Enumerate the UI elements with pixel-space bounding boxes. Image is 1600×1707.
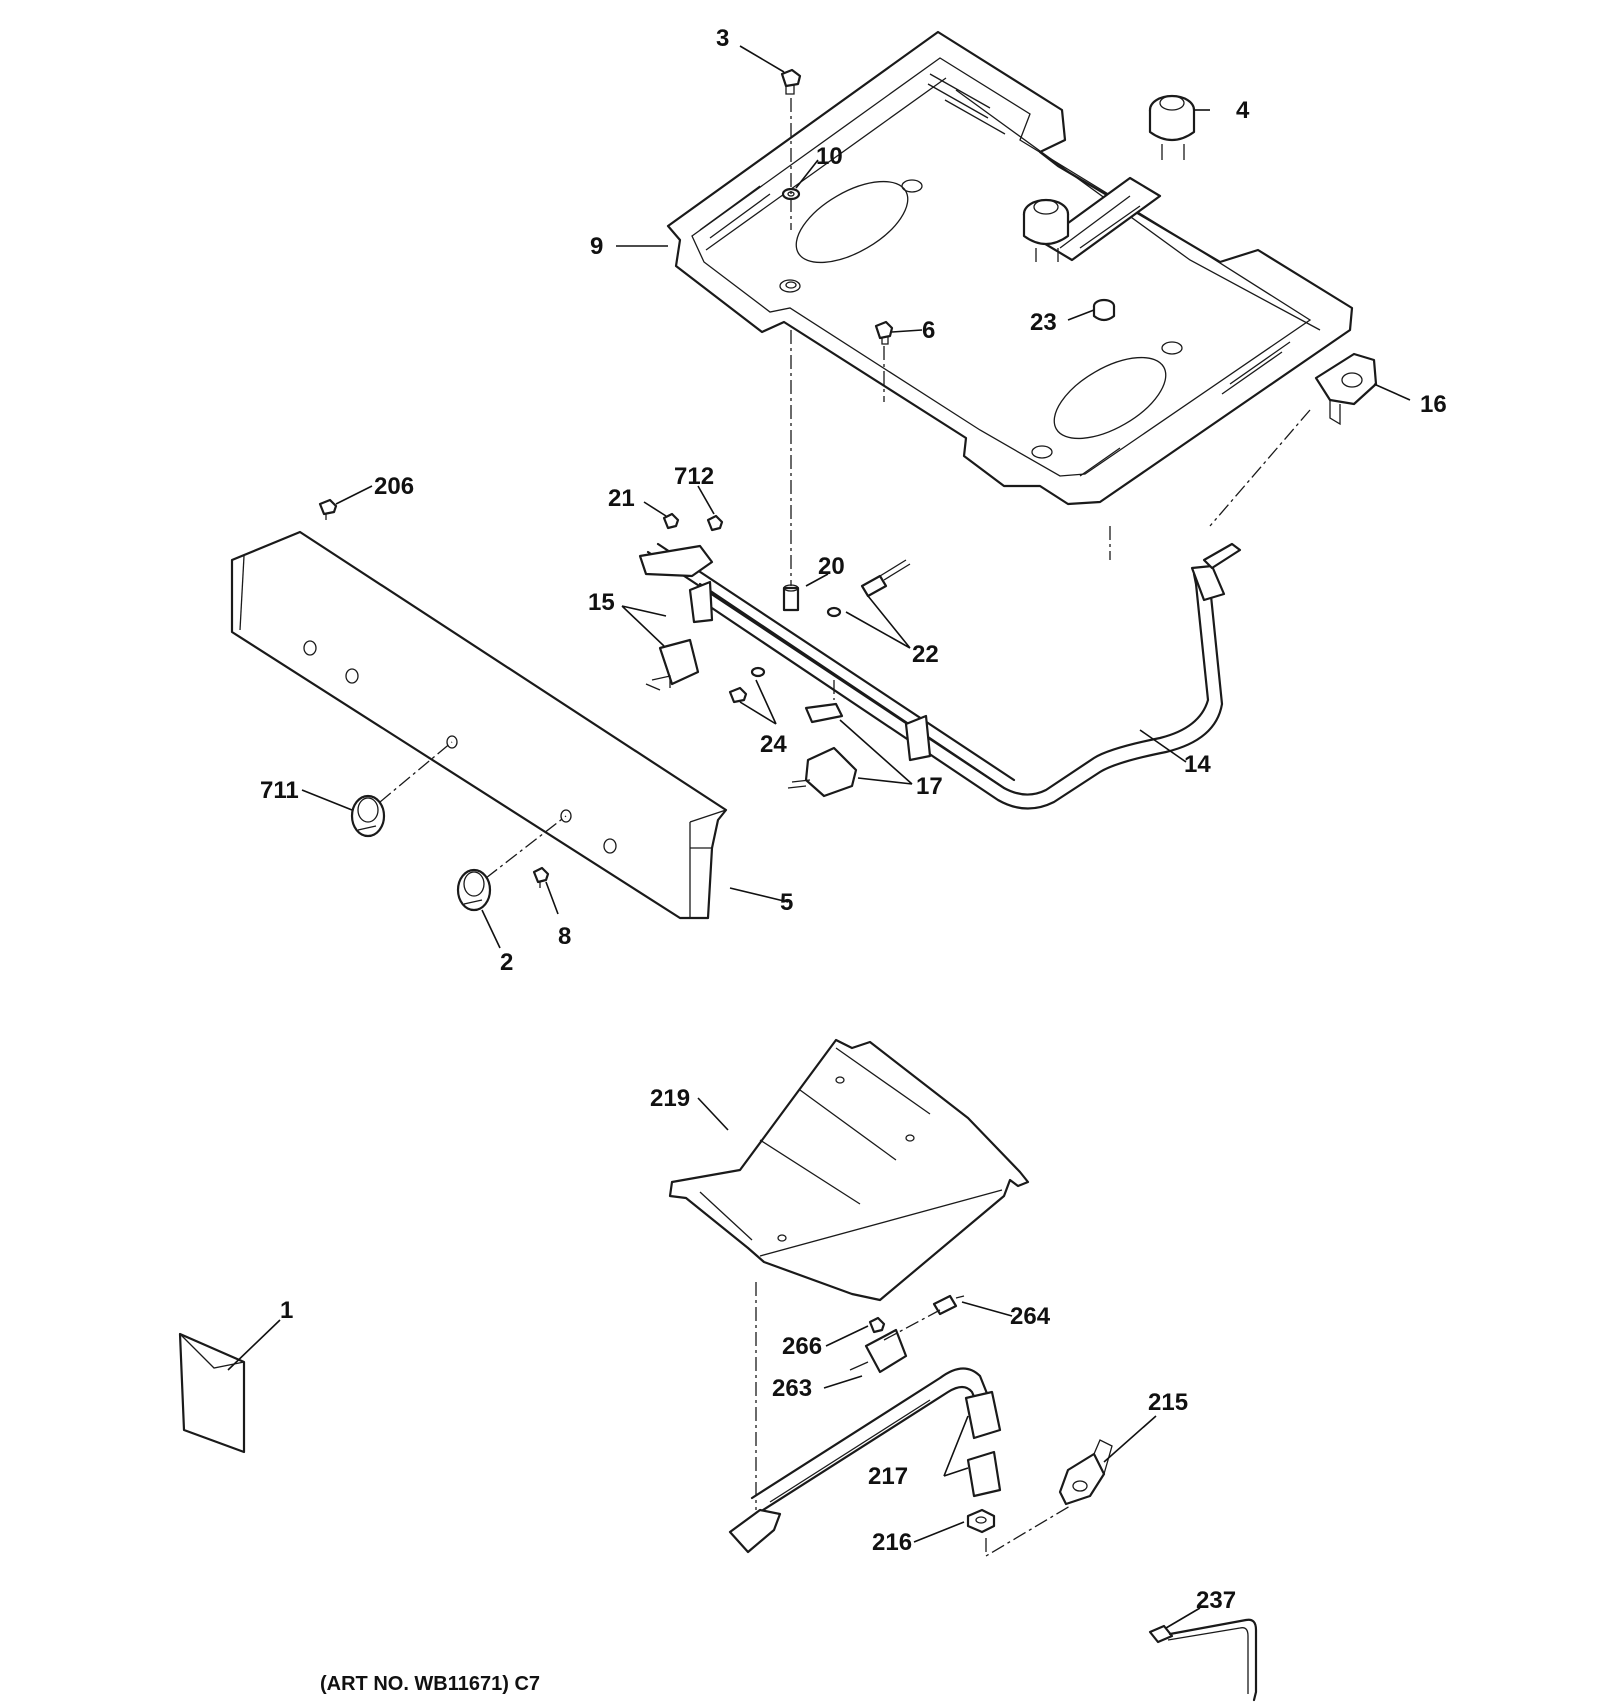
callout-2: 2 xyxy=(500,949,513,976)
callout-219: 219 xyxy=(650,1085,690,1112)
callout-17: 17 xyxy=(916,773,943,800)
knob-2 xyxy=(456,868,492,912)
oven-burner xyxy=(728,1367,1002,1554)
callout-22: 22 xyxy=(912,641,939,668)
callout-24: 24 xyxy=(760,731,787,758)
callout-21: 21 xyxy=(608,485,635,512)
callout-9: 9 xyxy=(590,233,603,260)
callout-16: 16 xyxy=(1420,391,1447,418)
oven-shield xyxy=(668,1038,1030,1302)
screw-3 xyxy=(780,68,802,95)
callout-4: 4 xyxy=(1236,97,1250,124)
callout-237: 237 xyxy=(1196,1587,1236,1614)
callout-266: 266 xyxy=(782,1333,822,1360)
leader-lines xyxy=(227,45,1411,1629)
manifold-bar xyxy=(638,542,1016,790)
igniter-switch-assembly xyxy=(1022,94,1196,262)
fastener-24 xyxy=(728,666,766,704)
screw-712 xyxy=(706,514,724,532)
thermocouple-237 xyxy=(1148,1618,1258,1702)
callout-10: 10 xyxy=(816,143,843,170)
knob-711 xyxy=(350,794,386,838)
screw-21 xyxy=(662,512,680,530)
callout-5: 5 xyxy=(780,889,793,916)
callout-264: 264 xyxy=(1010,1303,1051,1330)
callout-3: 3 xyxy=(716,25,729,52)
bracket-215 xyxy=(1058,1439,1113,1506)
callout-206: 206 xyxy=(374,473,414,500)
igniter-263 xyxy=(849,1328,908,1374)
callout-8: 8 xyxy=(558,923,571,950)
grommet-23 xyxy=(1092,298,1116,322)
screw-266 xyxy=(868,1316,886,1334)
manifold-pipe xyxy=(692,542,1242,810)
valve-17 xyxy=(787,702,858,798)
callout-711: 711 xyxy=(260,777,299,804)
callout-labels: 3 4 10 9 6 23 16 206 712 21 20 15 22 24 … xyxy=(260,25,1447,1614)
pin-20 xyxy=(782,584,800,612)
callout-23: 23 xyxy=(1030,309,1057,336)
callout-215: 215 xyxy=(1148,1389,1188,1416)
callout-263: 263 xyxy=(772,1375,812,1402)
control-panel xyxy=(230,530,728,920)
callout-14: 14 xyxy=(1184,751,1211,778)
callout-216: 216 xyxy=(872,1529,912,1556)
bracket-16 xyxy=(1314,352,1378,426)
art-number: (ART NO. WB11671) C7 xyxy=(320,1673,540,1695)
callout-20: 20 xyxy=(818,553,845,580)
nut-216 xyxy=(966,1508,996,1534)
screw-206 xyxy=(318,498,338,520)
screw-6 xyxy=(874,320,894,345)
screw-8 xyxy=(532,866,550,888)
callout-15: 15 xyxy=(588,589,615,616)
valve-15 xyxy=(645,638,700,691)
burner-box xyxy=(666,30,1354,506)
literature-envelope xyxy=(178,1332,246,1454)
orifice-22 xyxy=(826,559,911,618)
callout-712: 712 xyxy=(674,463,714,490)
callout-1: 1 xyxy=(280,1297,293,1324)
callout-217: 217 xyxy=(868,1463,908,1490)
callout-6: 6 xyxy=(922,317,935,344)
